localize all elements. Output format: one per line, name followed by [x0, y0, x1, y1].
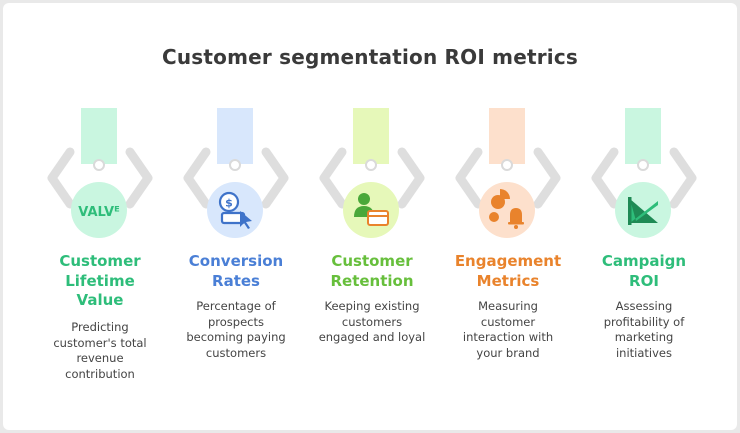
chart-bell-icon	[489, 189, 524, 229]
metric-column-campaign-roi: Campaign ROI Assessing profitability of …	[574, 3, 714, 430]
robot-arm-graphic: $	[183, 108, 289, 238]
icon-circle	[479, 182, 535, 238]
metric-heading: Campaign ROI	[601, 252, 687, 290]
dollar-cursor-icon: $	[218, 191, 252, 229]
arm-rectangle	[217, 108, 253, 164]
metric-description: Measuring customer interaction with your…	[462, 299, 554, 360]
metric-description: Assessing profitability of marketing ini…	[603, 299, 685, 360]
user-card-icon	[354, 193, 389, 226]
metric-description: Percentage of prospects becoming paying …	[186, 299, 286, 360]
arm-rectangle	[81, 108, 117, 164]
arm-rectangle	[489, 108, 525, 164]
icon-circle	[615, 182, 671, 238]
metric-heading: Conversion Rates	[188, 252, 284, 290]
metric-column-customer-lifetime-value: VALVᴱ Customer Lifetime Value Predicting…	[30, 3, 170, 430]
robot-arm-graphic	[319, 108, 425, 238]
metric-heading: Customer Retention	[330, 252, 414, 290]
metric-description: Keeping existing customers engaged and l…	[318, 299, 426, 344]
flag-icon	[628, 197, 658, 225]
metric-column-customer-retention: Customer Retention Keeping existing cust…	[302, 3, 442, 430]
robot-arm-graphic	[591, 108, 697, 238]
metric-heading: Engagement Metrics	[454, 252, 562, 290]
arm-rectangle	[353, 108, 389, 164]
metric-description: Predicting customer's total revenue cont…	[53, 320, 147, 381]
arm-rectangle	[625, 108, 661, 164]
diagram-card: Customer segmentation ROI metrics VALVᴱ …	[3, 3, 737, 430]
robot-arm-graphic	[455, 108, 561, 238]
metric-column-engagement-metrics: Engagement Metrics Measuring customer in…	[438, 3, 578, 430]
robot-arm-graphic: VALVᴱ	[47, 108, 153, 238]
diagram-title: Customer segmentation ROI metrics	[161, 45, 579, 69]
icon-circle	[71, 182, 127, 238]
svg-text:$: $	[225, 197, 233, 210]
metric-column-conversion-rates: $ Conversion Rates Percentage of prospec…	[166, 3, 306, 430]
metric-heading: Customer Lifetime Value	[59, 252, 141, 309]
value-text-icon: VALVᴱ	[78, 205, 119, 220]
